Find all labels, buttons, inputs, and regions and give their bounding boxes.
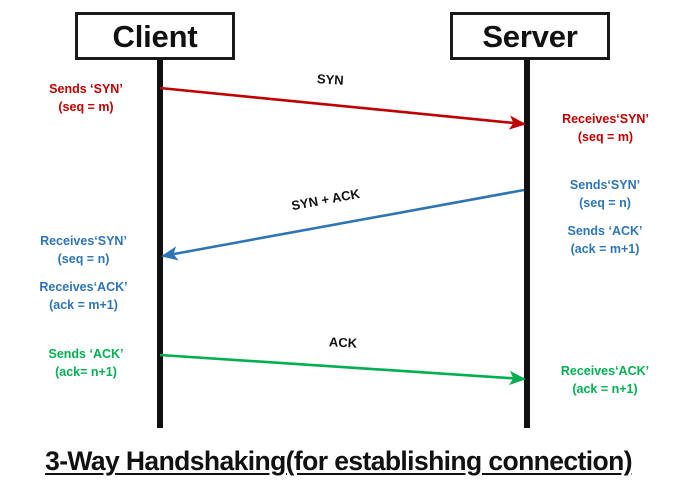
server-note-sends-ack-line2: (ack = m+1) — [570, 242, 640, 257]
syn-message-arrow — [159, 86, 527, 130]
client-lifeline — [157, 60, 163, 428]
client-note-sends-syn: Sends ‘SYN’ (seq = m) — [25, 80, 147, 116]
ack-arrow-caption: ACK — [328, 334, 358, 351]
client-note-receives-syn-line2: (seq = n) — [57, 252, 110, 267]
client-note-receives-ack: Receives‘ACK’ (ack = m+1) — [20, 278, 147, 314]
client-note-sends-ack: Sends ‘ACK’ (ack= n+1) — [25, 345, 147, 381]
client-note-sends-ack-line2: (ack= n+1) — [55, 365, 117, 380]
server-note-sends-syn: Sends‘SYN’ (seq = n) — [545, 176, 665, 212]
client-note-receives-ack-line2: (ack = m+1) — [49, 298, 118, 313]
server-note-receives-ack-line2: (ack = n+1) — [572, 382, 638, 397]
syn-arrow-caption: SYN — [316, 71, 345, 88]
client-note-sends-syn-line2: (seq = m) — [58, 100, 114, 115]
server-note-sends-ack-line1: Sends ‘ACK’ — [567, 224, 643, 238]
diagram-title: 3-Way Handshaking(for establishing conne… — [45, 446, 632, 476]
client-note-receives-syn-line1: Receives‘SYN’ — [40, 234, 127, 248]
server-note-receives-syn-line1: Receives‘SYN’ — [562, 112, 649, 126]
client-note-sends-ack-line1: Sends ‘ACK’ — [48, 347, 124, 361]
client-note-sends-syn-line1: Sends ‘SYN’ — [49, 82, 123, 96]
server-note-receives-ack: Receives‘ACK’ (ack = n+1) — [541, 362, 669, 398]
client-node-box: Client — [75, 12, 235, 60]
ack-message-arrow — [159, 353, 527, 386]
client-note-receives-syn: Receives‘SYN’ (seq = n) — [20, 232, 147, 268]
server-note-sends-syn-line2: (seq = n) — [579, 196, 631, 211]
client-note-receives-ack-line1: Receives‘ACK’ — [39, 280, 128, 294]
server-lifeline — [524, 60, 530, 428]
server-note-receives-syn-line2: (seq = m) — [577, 130, 634, 145]
server-note-receives-ack-line1: Receives‘ACK’ — [560, 364, 650, 378]
server-note-sends-syn-line1: Sends‘SYN’ — [569, 178, 641, 192]
syn-ack-arrow-caption: SYN + ACK — [290, 185, 362, 214]
server-node-box: Server — [450, 12, 610, 60]
server-note-receives-syn: Receives‘SYN’ (seq = m) — [543, 110, 668, 146]
client-node-label: Client — [112, 18, 198, 54]
server-node-label: Server — [482, 18, 578, 54]
server-note-sends-ack: Sends ‘ACK’ (ack = m+1) — [541, 222, 669, 258]
